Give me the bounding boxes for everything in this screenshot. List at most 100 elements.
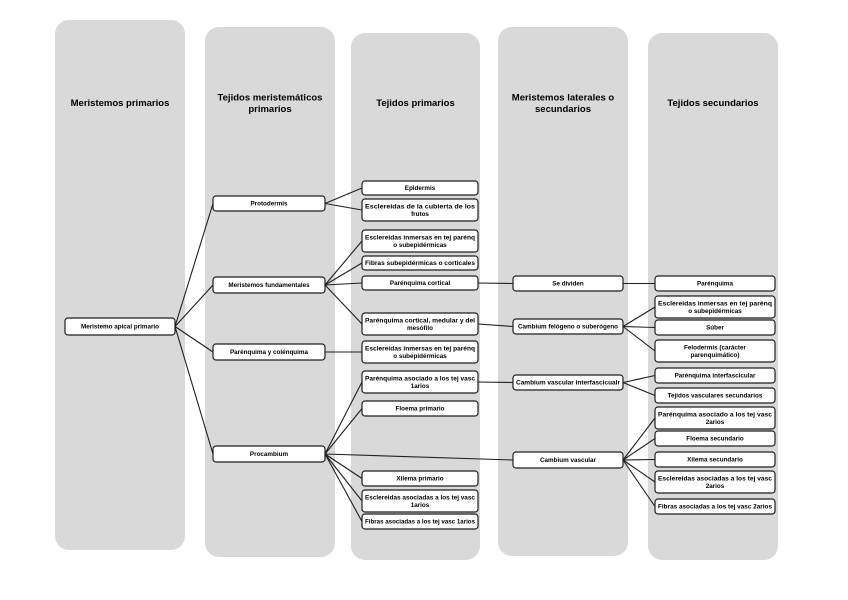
- edge-meristemos-fundamentales--fibras-subepidermicas: [324, 262, 363, 286]
- column-header-meristemos-primarios: Meristemos primarios: [71, 98, 170, 109]
- node-box: [212, 195, 326, 212]
- edge-procambium--xilema-primario: [324, 453, 363, 479]
- column-panel-tejidos-primarios: [351, 33, 480, 560]
- node-label: Protodermis: [250, 201, 288, 208]
- node-label: Fibras asociadas a los tej vasc 2arios: [658, 504, 773, 511]
- column-panel-meristemos-primarios: [55, 20, 185, 550]
- node-label: Súber: [706, 325, 724, 332]
- node-label: Procambium: [250, 451, 289, 458]
- node-fibras-asociadas-1arios: Fibras asociadas a los tej vasc 1arios: [361, 513, 479, 530]
- node-box: [212, 276, 326, 294]
- node-label: Parénquima cortical: [390, 280, 450, 287]
- node-label: 1arios: [411, 502, 430, 509]
- node-label: o subepidérmicas: [393, 242, 447, 249]
- node-xilema-secundario: Xilema secundario: [654, 451, 776, 468]
- edge-procambium--cambium-vascular: [324, 453, 514, 461]
- edge-meristemos-fundamentales--parenquima-cortical-medular: [324, 284, 363, 325]
- node-esclereidas-asociadas-2arios: Esclereidas asociadas a los tej vasc2ari…: [654, 470, 776, 494]
- column-header-tejidos-primarios: Tejidos primarios: [376, 98, 454, 109]
- node-suber: Súber: [654, 319, 776, 336]
- node-box: [654, 275, 776, 292]
- column-header-meristemos-laterales-o-secundarios: secundarios: [535, 104, 591, 115]
- node-label: o subepidérmicas: [688, 308, 742, 315]
- edge-meristemo-apical-primario--meristemos-fundamentales: [174, 284, 214, 327]
- node-cambium-vascular: Cambium vascular: [512, 451, 624, 469]
- node-label: Cambium felógeno o suberógeno: [518, 324, 618, 331]
- node-parenquima-cortical: Parénquima cortical: [361, 275, 479, 291]
- node-meristemo-apical-primario: Meristemo apical primario: [64, 317, 176, 336]
- node-box: [361, 312, 479, 336]
- node-fibras-asociadas-2arios: Fibras asociadas a los tej vasc 2arios: [654, 498, 776, 515]
- node-box: [361, 489, 479, 513]
- edge-cambium-vascular--esclereidas-asociadas-2arios: [622, 459, 656, 483]
- node-label: Parénquima asociado a los tej vasc: [658, 411, 773, 418]
- node-fibras-subepidermicas: Fibras subepidérmicas o corticales: [361, 255, 479, 271]
- node-cambium-felogeno: Cambium felógeno o suberógeno: [512, 318, 624, 335]
- node-label: Parénquima y colénquima: [230, 349, 309, 356]
- node-box: [654, 295, 776, 319]
- edge-cambium-vascular-interfascicular--parenquima-interfascicular: [622, 374, 656, 384]
- node-floema-primario: Floema primario: [361, 400, 479, 417]
- node-box: [361, 340, 479, 364]
- node-label: mesófilo: [407, 325, 433, 332]
- node-label: Esclereidas inmersas en tej parénq: [365, 345, 475, 352]
- node-box: [512, 318, 624, 335]
- node-box: [654, 339, 776, 363]
- node-label: frutos: [411, 211, 429, 218]
- node-label: Fibras asociadas a los tej vasc 1arios: [365, 519, 475, 526]
- node-label: Epidermis: [405, 185, 436, 192]
- node-label: Floema secundario: [686, 436, 744, 443]
- node-label: Se dividen: [552, 281, 584, 288]
- node-label: Fibras subepidérmicas o corticales: [365, 260, 476, 267]
- node-box: [212, 343, 326, 361]
- node-label: Esclereidas asociadas a los tej vasc: [365, 494, 476, 501]
- node-meristemos-fundamentales: Meristemos fundamentales: [212, 276, 326, 294]
- edge-cambium-vascular--floema-secundario: [622, 438, 656, 461]
- edge-cambium-vascular--xilema-secundario: [622, 458, 656, 461]
- node-box: [654, 387, 776, 404]
- node-label: Esclereidas asociadas a los tej vasc: [658, 475, 773, 482]
- node-box: [361, 198, 479, 222]
- edge-meristemo-apical-primario--procambium: [174, 326, 214, 455]
- node-esclereidas-asociadas-1arios: Esclereidas asociadas a los tej vasc1ari…: [361, 489, 479, 513]
- node-label: Parénquima interfascicular: [675, 373, 756, 380]
- node-box: [512, 374, 624, 391]
- node-box: [654, 470, 776, 494]
- column-header-tejidos-secundarios: Tejidos secundarios: [667, 98, 758, 109]
- edge-protodermis--esclereidas-cubierta-frutos: [324, 202, 363, 211]
- node-label: Tejidos vasculares secundarios: [668, 393, 763, 400]
- node-box: [654, 498, 776, 515]
- edge-cambium-vascular--parenquima-asociado-2arios: [622, 417, 656, 461]
- node-box: [654, 451, 776, 468]
- node-box: [361, 400, 479, 417]
- node-label: Esclereidas de la cubierta de los: [365, 203, 476, 210]
- node-label: Xilema secundario: [687, 457, 743, 464]
- column-header-tejidos-meristematicos-primarios: primarios: [248, 104, 291, 115]
- edge-meristemo-apical-primario--protodermis: [174, 203, 214, 327]
- node-label: Felodermis (carácter: [684, 344, 746, 351]
- node-label: Meristemos fundamentales: [228, 282, 310, 289]
- node-parenquima-secundario: Parénquima: [654, 275, 776, 292]
- node-label: 2arios: [706, 483, 725, 490]
- node-label: 2arios: [706, 419, 725, 426]
- node-label: 1arios: [411, 383, 430, 390]
- column-header-meristemos-laterales-o-secundarios: Meristemos laterales o: [512, 92, 615, 103]
- edge-meristemos-fundamentales--esclereidas-inmersas-1: [324, 240, 363, 286]
- node-label: parenquimático): [691, 352, 740, 359]
- node-cambium-vascular-interfascicular: Cambium vascular interfascicualr: [512, 374, 624, 391]
- node-box: [512, 275, 624, 292]
- node-box: [361, 370, 479, 394]
- node-epidermis: Epidermis: [361, 180, 479, 196]
- node-label: o subepidérmicas: [393, 353, 447, 360]
- edge-cambium-vascular--fibras-asociadas-2arios: [622, 459, 656, 507]
- node-box: [361, 513, 479, 530]
- node-box: [64, 317, 176, 336]
